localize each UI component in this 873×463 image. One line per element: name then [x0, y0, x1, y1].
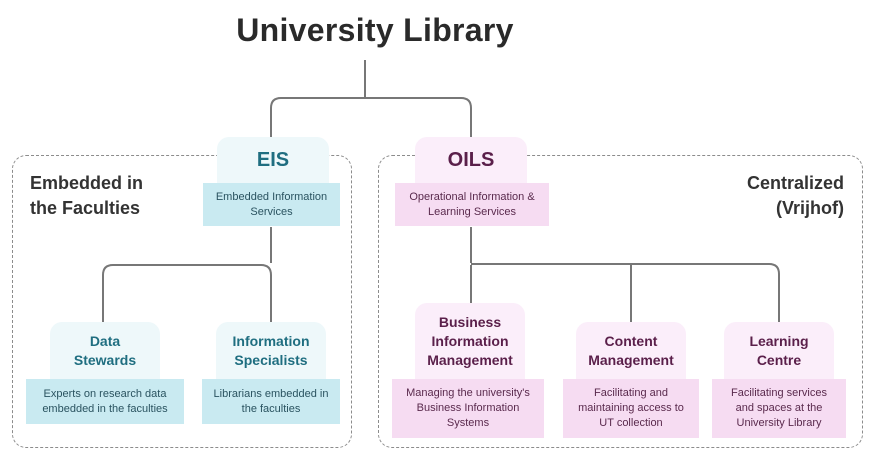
data-stewards-description: Experts on research data embedded in the…	[26, 379, 184, 424]
content-management-description: Facilitating and maintaining access to U…	[563, 379, 699, 438]
data-stewards-node: Data Stewards	[50, 322, 160, 379]
eis-description: Embedded Information Services	[203, 183, 340, 226]
learning-centre-node: Learning Centre	[724, 322, 834, 379]
connector-oils-branch	[470, 263, 780, 322]
region-centralized	[378, 155, 863, 448]
connector-root-branch	[270, 97, 472, 137]
oils-description: Operational Information & Learning Servi…	[395, 183, 549, 226]
learning-centre-description: Facilitating services and spaces at the …	[712, 379, 846, 438]
business-information-management-description: Managing the university's Business Infor…	[392, 379, 544, 438]
information-specialists-description: Librarians embedded in the faculties	[202, 379, 340, 424]
information-specialists-node: Information Specialists	[216, 322, 326, 379]
region-embedded-label: Embedded in the Faculties	[30, 173, 144, 218]
connector-eis-branch	[102, 264, 272, 322]
diagram-title: University Library	[236, 12, 514, 48]
region-centralized-label: Centralized (Vrijhof)	[746, 173, 844, 218]
oils-node: OILS	[415, 137, 527, 183]
eis-node: EIS	[217, 137, 329, 183]
region-embedded	[12, 155, 352, 448]
business-information-management-node: Business Information Management	[415, 303, 525, 379]
content-management-node: Content Management	[576, 322, 686, 379]
